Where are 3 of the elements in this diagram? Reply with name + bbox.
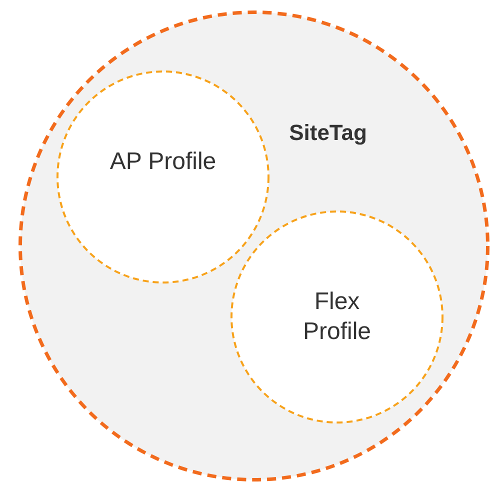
- node-label: AP Profile: [108, 147, 218, 177]
- node-label: Flex Profile: [302, 287, 372, 347]
- group-heading: SiteTag: [288, 119, 368, 147]
